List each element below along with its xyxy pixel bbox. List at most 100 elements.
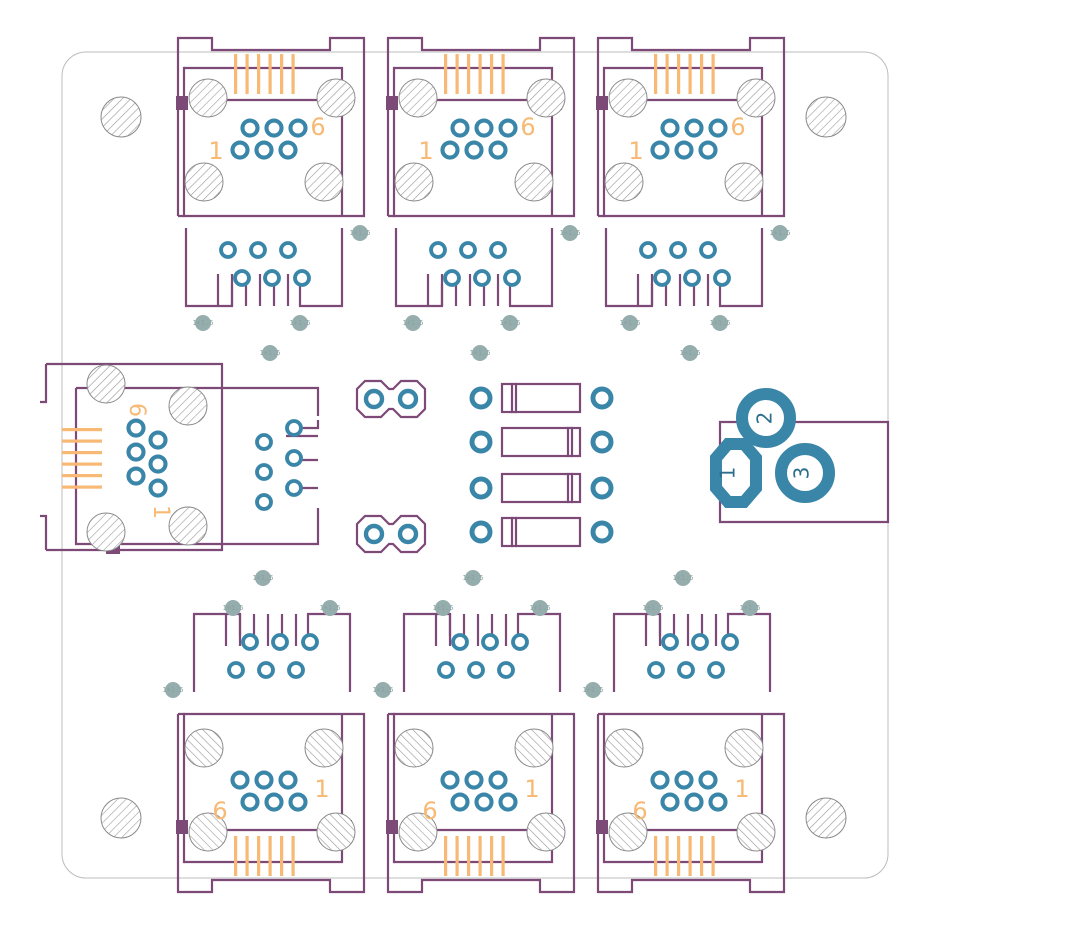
header-outline	[306, 612, 352, 692]
drill-label: 1+1.5	[289, 319, 310, 327]
contact-finger	[700, 54, 704, 94]
mounting-hole	[724, 162, 764, 202]
contact-finger	[291, 836, 295, 876]
pad	[469, 520, 493, 544]
drill-dot	[435, 600, 451, 616]
pad	[661, 633, 679, 651]
contact-finger	[62, 451, 102, 455]
connector-inner-edge	[76, 386, 320, 416]
connector-notch	[40, 514, 48, 550]
mounting-hole	[184, 728, 224, 768]
pad	[450, 118, 470, 138]
pad	[279, 241, 297, 259]
jack-pin-1-label: 1	[716, 467, 740, 480]
drill-marker: 1+1.5	[642, 600, 664, 616]
drill-label: 1+1.5	[192, 319, 213, 327]
rj12-top-1	[176, 36, 366, 218]
pad	[227, 661, 245, 679]
drill-label: 1+1.5	[462, 574, 483, 582]
connector-housing	[176, 712, 366, 894]
header-comb	[300, 420, 320, 430]
pad	[255, 433, 273, 451]
mounting-hole	[100, 96, 142, 138]
jumper-1	[355, 379, 427, 419]
jumper-2	[355, 514, 427, 554]
pad	[669, 241, 687, 259]
connector-housing	[596, 712, 786, 894]
mounting-hole	[168, 386, 208, 426]
diode-body	[500, 472, 582, 504]
contact-finger	[444, 54, 448, 94]
contact-finger	[62, 485, 102, 489]
jack-pad-2	[736, 388, 796, 448]
contact-finger	[234, 54, 238, 94]
pad	[278, 140, 298, 160]
drill-dot	[772, 225, 788, 241]
contact-finger	[665, 836, 669, 876]
contact-finger	[501, 54, 505, 94]
drill-marker: 1+1.5	[372, 682, 394, 698]
pad	[255, 463, 273, 481]
mounting-hole	[304, 728, 344, 768]
rj12-bottom-1	[176, 712, 366, 894]
pin-6-label: 6	[520, 113, 535, 141]
tab-pad	[596, 96, 608, 110]
jumper-outline	[355, 514, 427, 554]
header-outline	[604, 228, 654, 308]
diode-2	[469, 426, 614, 458]
pad	[708, 118, 728, 138]
drill-dot	[532, 600, 548, 616]
drill-marker: 1+1.5	[529, 600, 551, 616]
pad	[674, 770, 694, 790]
connector-pin-labels: 16	[212, 775, 329, 825]
drill-marker: 1+1.5	[679, 345, 701, 361]
drill-label: 1+1.5	[349, 229, 370, 237]
pad	[288, 792, 308, 812]
pad	[285, 479, 303, 497]
mounting-hole	[805, 797, 847, 839]
connector-notch	[40, 364, 48, 404]
drill-dot	[352, 225, 368, 241]
connector-housing	[46, 362, 224, 552]
pin-6-label: 6	[730, 113, 745, 141]
drill-dot	[742, 600, 758, 616]
contact-finger	[245, 836, 249, 876]
rj12-top-3	[596, 36, 786, 218]
pad	[240, 118, 260, 138]
pad	[488, 770, 508, 790]
pad	[650, 140, 670, 160]
drill-label: 1+1.5	[252, 574, 273, 582]
tab-pad	[176, 96, 188, 110]
diode-4	[469, 516, 614, 548]
drill-marker: 1+1.5	[402, 315, 424, 331]
jack-pin-3-label: 3	[790, 467, 814, 480]
pad	[397, 523, 419, 545]
diode-body	[500, 516, 582, 548]
pad	[241, 633, 259, 651]
pad	[481, 633, 499, 651]
mounting-hole	[398, 78, 438, 118]
pad	[148, 478, 168, 498]
pad	[288, 118, 308, 138]
drill-dot	[225, 600, 241, 616]
contact-finger	[654, 836, 658, 876]
pin-header-top-3	[604, 228, 764, 308]
pin-6-label: 6	[422, 797, 437, 825]
pin-header-bottom-3	[612, 612, 772, 692]
drill-dot	[645, 600, 661, 616]
pad	[713, 269, 731, 287]
header-outline	[516, 612, 562, 692]
pad	[255, 493, 273, 511]
pad	[699, 241, 717, 259]
pad	[126, 442, 146, 462]
contact-finger	[478, 836, 482, 876]
board-mounting-hole-4	[805, 797, 847, 839]
connector-pin-labels: 16	[628, 113, 745, 165]
drill-dot	[322, 600, 338, 616]
pad	[301, 633, 319, 651]
pad	[451, 633, 469, 651]
pad	[443, 269, 461, 287]
mounting-hole	[100, 797, 142, 839]
pin-1-label: 1	[734, 775, 749, 803]
